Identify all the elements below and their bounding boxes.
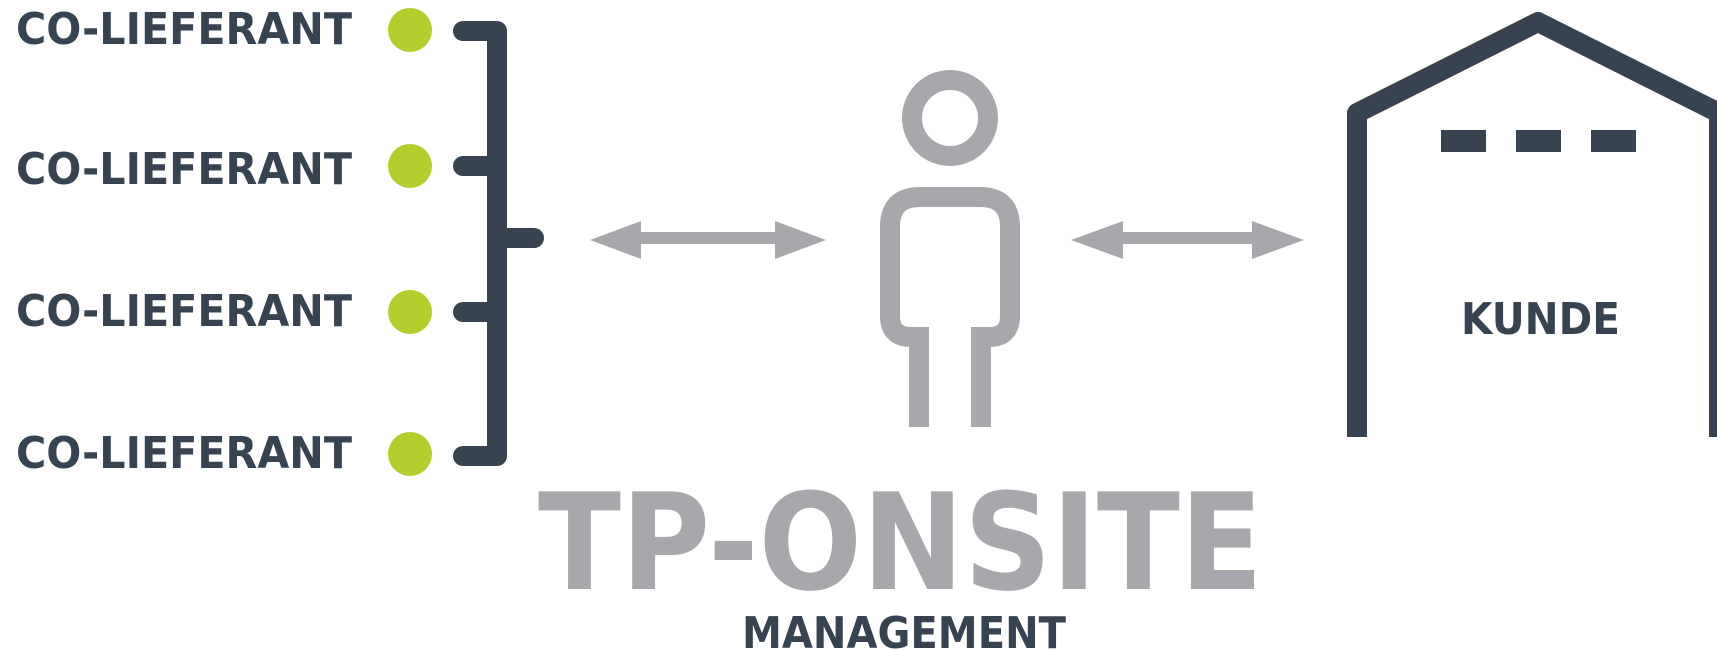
bullet-dot-1 xyxy=(388,8,432,52)
supplier-label-2: CO-LIEFERANT xyxy=(16,144,352,195)
bullet-dot-3 xyxy=(388,290,432,334)
supplier-label-1: CO-LIEFERANT xyxy=(16,4,352,55)
brand-subtitle: MANAGEMENT xyxy=(742,608,1066,650)
bullet-dot-4 xyxy=(388,432,432,476)
supplier-list: CO-LIEFERANT CO-LIEFERANT CO-LIEFERANT C… xyxy=(16,4,352,479)
supplier-bullets xyxy=(388,8,432,476)
double-arrow-icon-left xyxy=(590,221,826,259)
customer-label: KUNDE xyxy=(1461,294,1620,345)
person-body xyxy=(880,187,1020,427)
person-icon xyxy=(880,70,1020,427)
supplier-label-3: CO-LIEFERANT xyxy=(16,286,352,337)
bullet-dot-2 xyxy=(388,144,432,188)
double-arrow-icon-right xyxy=(1071,221,1304,259)
person-head xyxy=(902,70,998,166)
warehouse-icon: KUNDE xyxy=(1347,12,1717,437)
warehouse-window-1 xyxy=(1441,130,1486,152)
brand-title: TP-ONSITE xyxy=(538,465,1263,621)
warehouse-window-3 xyxy=(1591,130,1636,152)
warehouse-window-2 xyxy=(1516,130,1561,152)
supplier-label-4: CO-LIEFERANT xyxy=(16,428,352,479)
warehouse-outline xyxy=(1347,12,1717,437)
supplier-bracket xyxy=(453,21,544,466)
